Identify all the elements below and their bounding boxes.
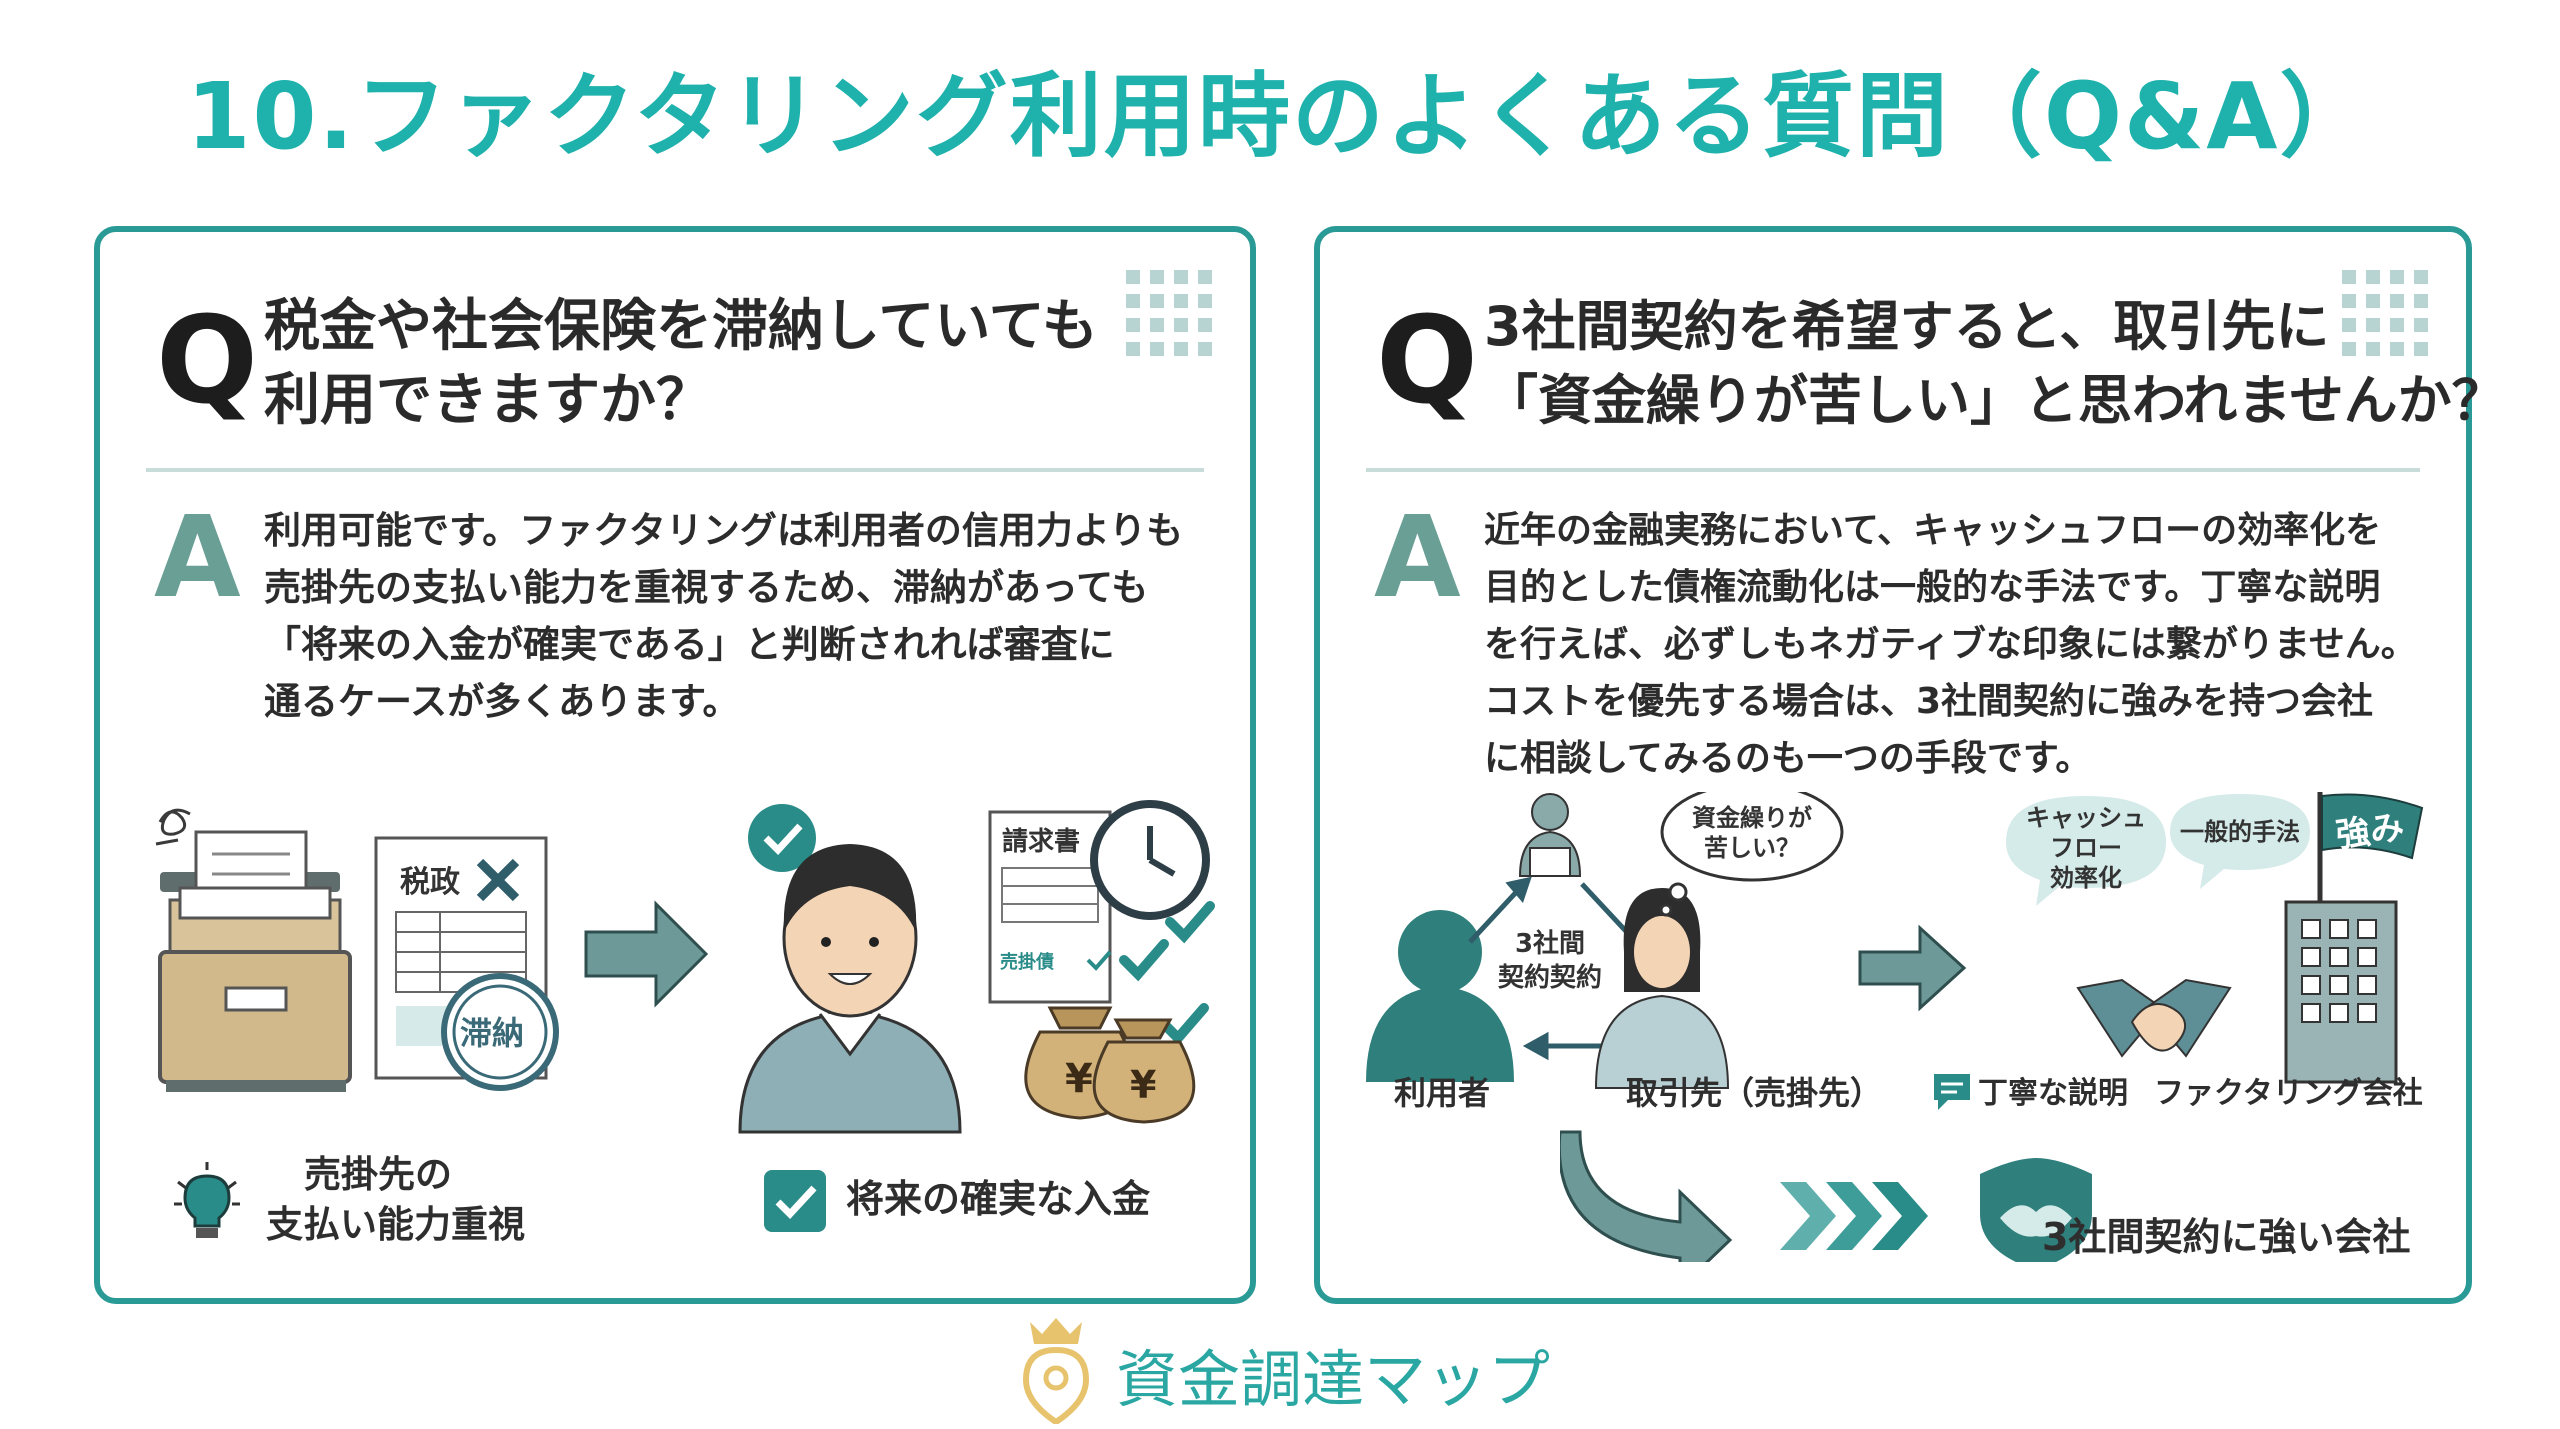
general-method-bubble: 一般的手法 bbox=[2170, 794, 2310, 889]
partner-label: 取引先（売掛先） bbox=[1626, 1074, 1883, 1112]
overdue-stamp-label: 滞納 bbox=[460, 1014, 524, 1052]
contract-label: 3社間 bbox=[1515, 928, 1585, 959]
check-marks-icon bbox=[1119, 901, 1215, 1046]
flow-arrows bbox=[1560, 1130, 2092, 1262]
point-line: 売掛先の bbox=[304, 1153, 452, 1196]
invoice-document-icon: 請求書 売掛債 bbox=[988, 810, 1112, 1004]
cashflow-bubble-text: 効率化 bbox=[2050, 864, 2122, 892]
qa-card-three-party: Q 3社間契約を希望すると、取引先に 「資金繰りが苦しい」と思われませんか？ A… bbox=[1314, 226, 2506, 1304]
yen-symbol: ¥ bbox=[1065, 1056, 1093, 1102]
point-receivable-ability: 売掛先の 支払い能力重視 bbox=[266, 1150, 525, 1250]
answer-text: 近年の金融実務において、キャッシュフローの効率化を 目的とした債権流動化は一般的… bbox=[1484, 502, 2417, 787]
three-party-diagram: 3社間 契約契約 資金繰りが 苦しい？ キャッシュ フロー 効率化 一般的手法 bbox=[1366, 792, 2424, 1089]
check-badge-icon bbox=[748, 804, 816, 872]
answer-line: 目的とした債権流動化は一般的な手法です。丁寧な説明 bbox=[1484, 567, 2381, 608]
flag-label: 強み bbox=[2334, 807, 2407, 856]
answer-mark-a: A bbox=[1374, 493, 1461, 623]
receivable-label: 売掛債 bbox=[1000, 951, 1054, 973]
question-line: 利用できますか？ bbox=[264, 368, 712, 433]
arrow-right-icon bbox=[584, 900, 709, 1008]
question-line: 「資金繰りが苦しい」と思われませんか？ bbox=[1484, 369, 2506, 432]
user-label: 利用者 bbox=[1394, 1074, 1491, 1112]
point-line: 支払い能力重視 bbox=[266, 1203, 525, 1246]
dot-grid-decoration bbox=[2342, 270, 2428, 356]
question-text: 税金や社会保険を滞納していても 利用できますか？ bbox=[264, 290, 1098, 438]
money-bags-icon: ¥ ¥ bbox=[1024, 1006, 1196, 1124]
yen-symbol: ¥ bbox=[1130, 1063, 1156, 1107]
tax-document-icon: 税政 滞納 bbox=[374, 836, 559, 1091]
cashflow-bubble: キャッシュ フロー 効率化 bbox=[2006, 796, 2166, 906]
brand-name: 資金調達マップ bbox=[1116, 1343, 1551, 1416]
tax-doc-label: 税政 bbox=[400, 865, 460, 900]
answer-line: 近年の金融実務において、キャッシュフローの効率化を bbox=[1484, 510, 2382, 551]
woman-icon bbox=[1594, 888, 1730, 1089]
explain-label: 丁寧な説明 bbox=[1978, 1076, 2128, 1111]
answer-mark-a: A bbox=[154, 493, 241, 623]
worry-bubble-text: 苦しい？ bbox=[1704, 834, 1800, 862]
answer-text: 利用可能です。ファクタリングは利用者の信用力よりも 売掛先の支払い能力を重視する… bbox=[264, 502, 1183, 730]
laptop-person-icon bbox=[1518, 793, 1582, 877]
scribble-icon bbox=[155, 808, 191, 846]
clock-icon bbox=[1090, 800, 1210, 920]
answer-line: 売掛先の支払い能力を重視するため、滞納があっても bbox=[264, 566, 1149, 609]
general-method-text: 一般的手法 bbox=[2180, 818, 2300, 846]
answer-line: コストを優先する場合は、3社間契約に強みを持つ会社 bbox=[1484, 681, 2374, 722]
curved-arrow-icon bbox=[1560, 1130, 1733, 1262]
question-text: 3社間契約を希望すると、取引先に 「資金繰りが苦しい」と思われませんか？ bbox=[1484, 290, 2506, 438]
cashflow-bubble-text: フロー bbox=[2050, 834, 2122, 862]
point-future-payment: 将来の確実な入金 bbox=[846, 1177, 1151, 1221]
dot-grid-decoration bbox=[1126, 270, 1212, 356]
answer-line: に相談してみるのも一つの手段です。 bbox=[1484, 738, 2092, 779]
file-cabinet-icon bbox=[158, 830, 352, 1092]
tax-illustration: 税政 滞納 bbox=[155, 800, 1215, 1134]
qa-card-tax: Q 税金や社会保険を滞納していても 利用できますか？ A 利用可能です。ファクタ… bbox=[94, 226, 1256, 1304]
question-mark-q: Q bbox=[156, 292, 259, 431]
brand-logo-icon bbox=[1022, 1318, 1090, 1424]
question-mark-q: Q bbox=[1376, 292, 1479, 431]
answer-line: 利用可能です。ファクタリングは利用者の信用力よりも bbox=[264, 509, 1184, 552]
cashflow-bubble-text: キャッシュ bbox=[2026, 804, 2146, 832]
checkbox-icon bbox=[764, 1170, 826, 1232]
divider bbox=[146, 468, 1204, 472]
contract-label: 契約契約 bbox=[1497, 962, 1602, 993]
chat-icon bbox=[1934, 1074, 1970, 1110]
shield-handshake-icon bbox=[1980, 1158, 2092, 1262]
answer-line: を行えば、必ずしもネガティブな印象には繋がりません。 bbox=[1484, 624, 2417, 665]
lightbulb-icon bbox=[174, 1162, 240, 1238]
factoring-company-label: ファクタリング会社 bbox=[2154, 1076, 2423, 1111]
chevrons-icon bbox=[1780, 1182, 1928, 1250]
question-line: 税金や社会保険を滞納していても bbox=[264, 294, 1098, 359]
building-icon: 強み bbox=[2284, 792, 2424, 1084]
thought-bubble: 資金繰りが 苦しい？ bbox=[1659, 792, 1844, 917]
worry-bubble-text: 資金繰りが bbox=[1692, 804, 1812, 832]
invoice-label: 請求書 bbox=[1002, 826, 1080, 857]
divider bbox=[1366, 468, 2420, 472]
page-title: 10.ファクタリング利用時のよくある質問（Q&A） bbox=[186, 63, 2374, 170]
strong-company-label: 3社間契約に強い会社 bbox=[2042, 1215, 2411, 1259]
answer-line: 「将来の入金が確実である」と判断されれば審査に bbox=[264, 623, 1115, 666]
question-line: 3社間契約を希望すると、取引先に bbox=[1484, 295, 2330, 358]
arrow-right-icon bbox=[1858, 924, 1967, 1012]
handshake-icon bbox=[2076, 978, 2232, 1058]
smiling-person-icon bbox=[738, 844, 962, 1134]
user-silhouette-icon bbox=[1366, 910, 1514, 1082]
answer-line: 通るケースが多くあります。 bbox=[264, 680, 740, 723]
